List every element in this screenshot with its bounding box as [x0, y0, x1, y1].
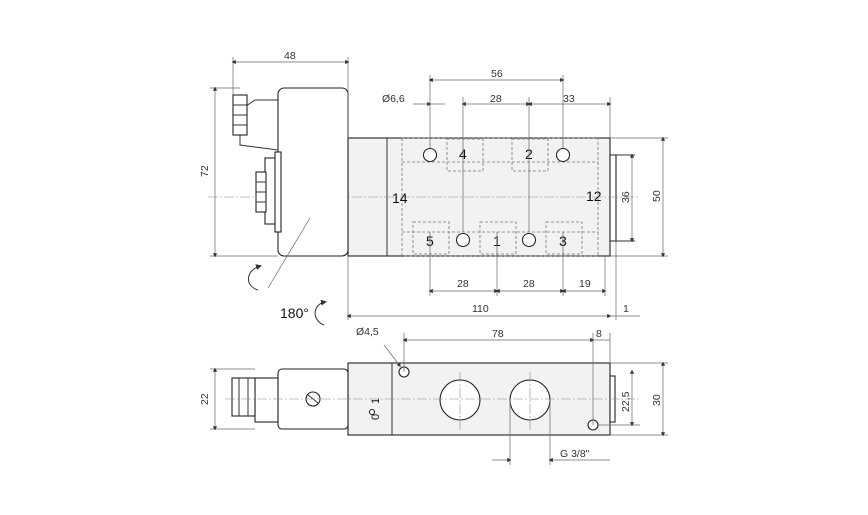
- dim-hole-dia: Ø6,6: [382, 93, 405, 105]
- mount-hole: [521, 232, 537, 248]
- rotation-indicator: 180°: [248, 217, 327, 326]
- dim-ports-span: 56: [491, 68, 503, 80]
- end-cap: [609, 154, 617, 242]
- solenoid-coil: [232, 87, 349, 257]
- dim-end-offset: 8: [596, 328, 602, 340]
- side-view: 1 0 22 Ø4,5 78 8: [199, 326, 668, 465]
- dim-pilot-height: 36: [620, 191, 632, 203]
- rotate-arrow-icon: [248, 264, 262, 291]
- dim-offset: 1: [623, 303, 629, 315]
- mount-hole: [455, 232, 471, 248]
- dim-height: 72: [199, 165, 211, 177]
- dim-hole-spacing: 78: [492, 328, 504, 340]
- port-pad-2: [511, 138, 549, 172]
- dim-mount-dia: Ø4,5: [356, 326, 379, 338]
- dim-body-height: 50: [651, 190, 663, 202]
- port-label-12: 12: [586, 188, 602, 204]
- dim-top-28: 28: [490, 93, 502, 105]
- dim-side-height: 22: [199, 393, 211, 405]
- dim-bot-28-left: 28: [457, 278, 469, 290]
- mount-hole: [555, 147, 571, 163]
- override-off-mark: 0: [370, 414, 382, 420]
- dim-length: 110: [472, 303, 489, 315]
- port-pad-4: [446, 138, 484, 172]
- rotation-label: 180°: [280, 305, 309, 321]
- mount-hole: [422, 147, 438, 163]
- dim-coil-width: 48: [284, 50, 296, 62]
- rotate-arrow-icon: [314, 299, 327, 326]
- port-pad-1: [479, 221, 517, 255]
- override-on-mark: 1: [370, 398, 382, 404]
- port-label-14: 14: [392, 190, 408, 206]
- dim-top-33: 33: [563, 93, 575, 105]
- dim-bot-28-mid: 28: [523, 278, 535, 290]
- top-view: 4 2 14 12 5 1 3 48 72 56 Ø6,6 28 33: [199, 50, 668, 320]
- port-pad-3: [545, 221, 583, 255]
- dim-bot-19: 19: [579, 278, 591, 290]
- dim-side-width: 30: [651, 394, 663, 406]
- dim-hole-height: 22,5: [620, 391, 632, 412]
- dim-thread: G 3/8": [560, 448, 590, 460]
- port-pad-5: [412, 221, 450, 255]
